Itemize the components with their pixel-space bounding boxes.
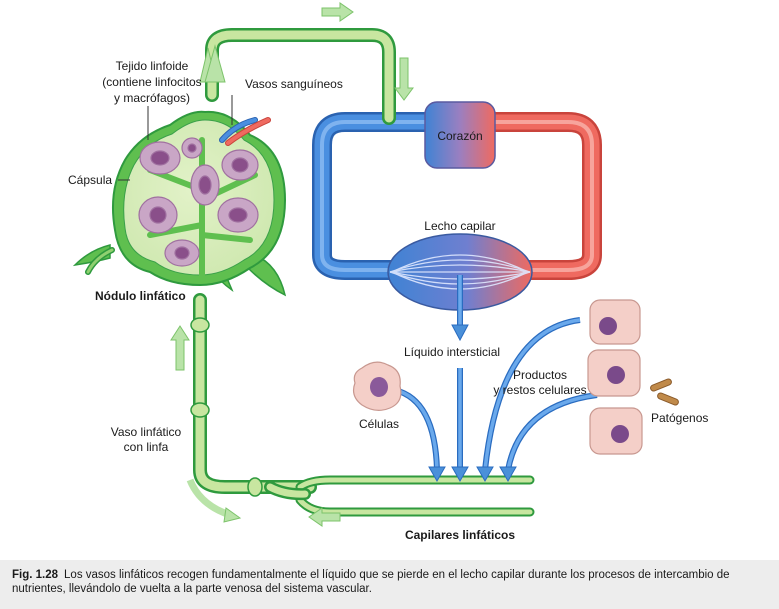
interstitial-fluid-label: Líquido intersticial	[404, 345, 500, 359]
products-label-2: y restos celulares	[493, 383, 586, 397]
arrow-up-vessel	[170, 325, 190, 371]
caption-text: Los vasos linfáticos recogen fundamental…	[12, 569, 730, 595]
lymphoid-tissue-label-1: Tejido linfoide	[116, 59, 189, 73]
capillary-bed-label: Lecho capilar	[424, 219, 495, 233]
products-label-1: Productos	[513, 368, 567, 382]
figure-number: Fig. 1.28	[12, 569, 59, 581]
lymph-node-label: Nódulo linfático	[95, 289, 186, 303]
heart: Corazón	[424, 101, 496, 169]
lymphoid-tissue-label-2: (contiene linfocitos	[102, 75, 201, 89]
pathogens-label: Patógenos	[651, 411, 708, 425]
capsule-label: Cápsula	[68, 173, 112, 187]
lymph-vessel-label-2: con linfa	[124, 440, 169, 454]
cells-label: Células	[359, 417, 399, 431]
lymphoid-tissue-label-3: y macrófagos)	[114, 91, 190, 105]
arrow-left-bottom	[308, 507, 341, 527]
arrow-up-top-node	[204, 44, 226, 83]
lymph-capillaries-label: Capilares linfáticos	[405, 528, 515, 542]
arrow-right-top	[321, 2, 354, 22]
pathogens	[650, 378, 679, 406]
blood-vessels-label: Vasos sanguíneos	[245, 77, 343, 91]
lymph-vessels	[190, 28, 535, 517]
heart-label: Corazón	[437, 129, 482, 143]
flow-arrows	[170, 2, 598, 527]
lymph-vessel-label-1: Vaso linfático	[111, 425, 182, 439]
blood-circuit	[312, 112, 602, 280]
arrow-down-heart	[394, 57, 414, 101]
lymph-node	[72, 110, 287, 297]
leader-lines	[118, 95, 233, 181]
lymphoid-follicles	[138, 137, 259, 267]
tissue-cells	[352, 299, 679, 455]
